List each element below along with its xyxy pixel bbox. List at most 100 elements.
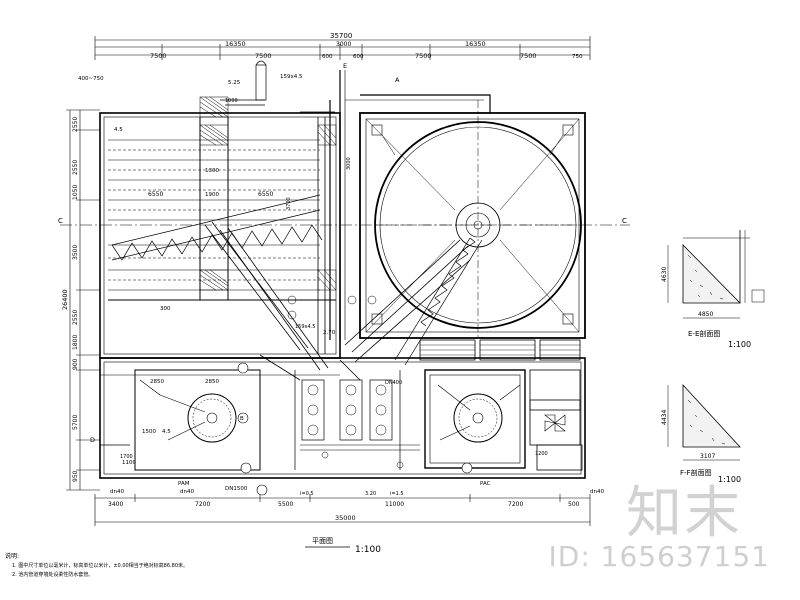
dim-edge-right: 750	[572, 54, 583, 60]
callout-circles	[237, 362, 473, 496]
dim-left-b: 7500	[255, 52, 272, 60]
dim-edge-left: 400~750	[78, 76, 104, 82]
left-dim-7: 900	[72, 358, 79, 370]
dim-1900: 1900	[205, 192, 219, 198]
left-dim-3: 3500	[72, 245, 79, 260]
left-dim-5: 26400	[61, 289, 69, 310]
section-f-drawing	[667, 383, 741, 461]
section-f-scale: 1:100	[718, 475, 741, 484]
dim-1200: 1200	[535, 451, 548, 457]
left-dim-2: 2550	[72, 160, 79, 175]
plan-title: 平面图	[312, 537, 333, 545]
pipe-f: dn40	[180, 489, 194, 495]
note-1: 1. 图中尺寸单位以毫米计，标高单位以米计，±0.00相当于绝对标高86.80米…	[12, 562, 188, 569]
left-dim-4: 2550	[72, 310, 79, 325]
dim-overall-top: 35700	[330, 32, 352, 40]
diagonal-pipes	[204, 70, 471, 381]
outer-walls	[99, 94, 586, 479]
bottom-dim-3: 11000	[385, 501, 404, 508]
section-e-dim-v: 4630	[661, 267, 668, 282]
circular-clarifier	[365, 100, 582, 340]
label-b-bottom: B	[240, 416, 244, 422]
mixing-tank-right	[437, 384, 521, 443]
dim-1100: 1100	[122, 460, 136, 466]
mixing-tank-left	[139, 379, 237, 443]
left-dim-1: 1050	[72, 185, 79, 200]
notes-heading: 说明:	[5, 552, 19, 560]
elev-b: 4.5	[114, 127, 123, 133]
elev-e: 3.20	[365, 491, 376, 497]
elev-c: 4.5	[162, 429, 171, 435]
elev-d: 2.70	[323, 330, 336, 336]
bottom-dim-0: 3400	[108, 501, 123, 508]
left-dim-6: 5700	[72, 415, 79, 430]
slope-a: i=0.5	[300, 491, 314, 497]
truss-conveyor	[111, 194, 323, 261]
fan-icon	[544, 414, 566, 432]
bottom-dimension-lines	[94, 494, 591, 526]
dim-left-half: 16350	[225, 40, 246, 48]
dim-center: 3000	[336, 41, 351, 48]
left-dim-0: 2550	[72, 117, 79, 132]
pac-label-a: PAM	[178, 481, 190, 487]
left-dim-8: 1800	[72, 335, 79, 350]
note-2: 2. 池内管道穿墙处设柔性防水套管。	[12, 571, 93, 578]
bottom-dim-1: 7200	[195, 501, 210, 508]
left-dim-9: 950	[72, 470, 79, 482]
section-e-drawing	[667, 230, 765, 319]
dim-6550-b: 6550	[258, 191, 273, 198]
dim-right-b: 7500	[520, 52, 537, 60]
dim-2850-a: 2850	[150, 379, 164, 385]
section-f-title: F-F剖面图	[680, 468, 712, 477]
flocculation-baffles	[108, 117, 336, 354]
section-e-scale: 1:100	[728, 340, 751, 349]
left-dimension-lines	[66, 109, 100, 491]
section-e-dim-h: 4850	[698, 311, 713, 318]
dim-right-half: 16350	[465, 40, 486, 48]
section-f-dim-v: 4434	[661, 410, 668, 425]
bottom-dim-overall: 35000	[335, 514, 356, 522]
pipe-d: DN400	[385, 380, 402, 386]
watermark-brand: 知末	[626, 481, 742, 546]
label-e-top: E	[343, 62, 347, 70]
dim-1700: 1700	[120, 454, 133, 460]
pipe-b: 159x4.5	[295, 324, 315, 330]
pac-label-b: PAC	[480, 481, 491, 487]
section-f-dim-h: 3107	[700, 453, 715, 460]
dim-3700: 3700	[286, 197, 292, 210]
bottom-dim-5: 500	[568, 501, 580, 508]
bottom-dim-2: 5500	[278, 501, 293, 508]
dim-mid-b: 600	[353, 54, 364, 60]
dim-2850-b: 2850	[205, 379, 219, 385]
dim-1300: 1300	[205, 168, 219, 174]
dim-right-a: 7500	[415, 52, 432, 60]
dim-6550-a: 6550	[148, 191, 163, 198]
pipe-c: DN1500	[225, 486, 248, 492]
elev-a: 5.25	[228, 80, 241, 86]
bottom-rooms	[100, 339, 583, 471]
dim-300: 300	[160, 306, 171, 312]
dim-3000: 3000	[346, 157, 352, 170]
hatched-columns	[199, 96, 337, 291]
pipe-g: dn40	[590, 489, 604, 495]
watermark-id: ID: 165637151	[548, 540, 770, 573]
pump-room-fittings	[300, 384, 420, 451]
slope-b: i=1.5	[390, 491, 404, 497]
dim-mid-a: 600	[322, 54, 333, 60]
dim-1000: 1000	[225, 98, 238, 104]
plan-scale: 1:100	[355, 545, 381, 555]
label-c-left: C	[58, 217, 63, 225]
pipe-a: 159x4.5	[280, 74, 303, 80]
pipe-e: dn40	[110, 489, 124, 495]
top-dosing-pipe	[220, 60, 335, 113]
label-c-right: C	[622, 217, 627, 225]
top-dimension-lines	[94, 36, 591, 60]
label-d-left: D	[90, 436, 95, 444]
small-pits	[287, 295, 404, 469]
bottom-dim-4: 7200	[508, 501, 523, 508]
label-a-top: A	[395, 76, 400, 84]
section-e-title: E-E剖面图	[688, 329, 720, 338]
dim-1500: 1500	[142, 429, 156, 435]
dim-left-a: 7500	[150, 52, 167, 60]
